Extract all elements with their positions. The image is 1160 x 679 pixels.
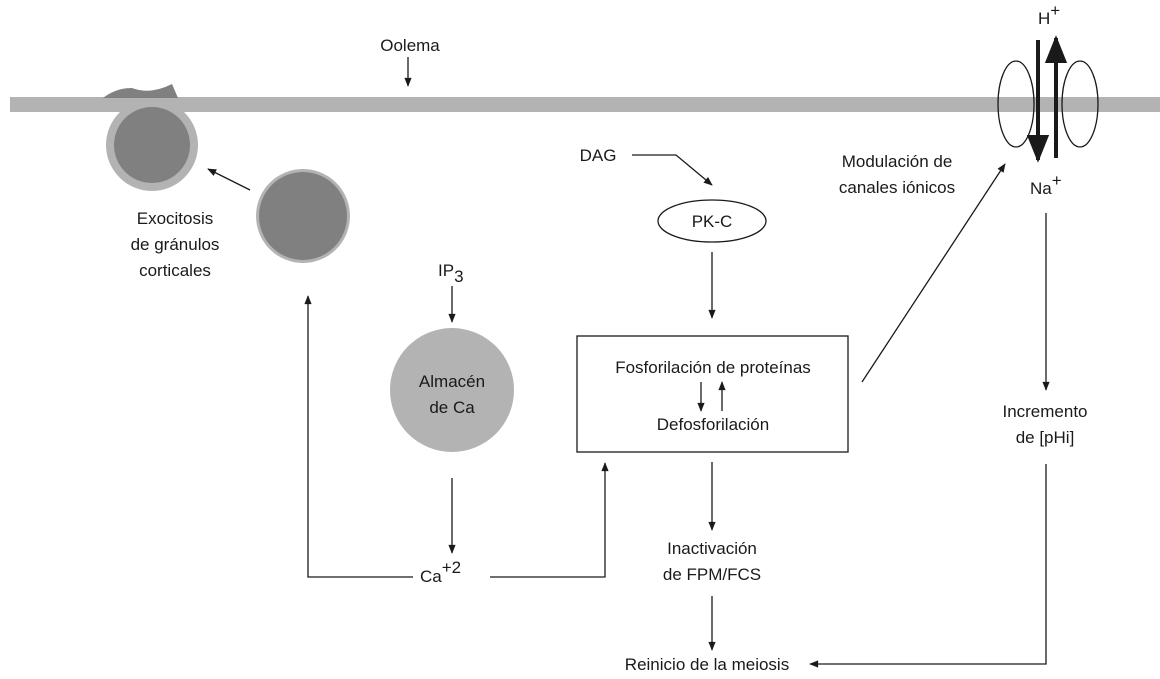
fusing-granule xyxy=(114,107,190,183)
oolema-membrane xyxy=(10,97,1160,112)
calcium-to-phosphorylation-arrow xyxy=(490,462,609,578)
ion-channels-label-line2: canales iónicos xyxy=(839,178,955,197)
exocytosis-opening xyxy=(103,84,178,98)
ip3-base: IP xyxy=(438,261,454,280)
phosphorylation-line1: Fosforilación de proteínas xyxy=(615,358,811,377)
exchanger-left-subunit xyxy=(997,60,1035,148)
granule-migration-arrow xyxy=(207,168,251,191)
ph-to-meiosis-arrow xyxy=(809,464,1047,668)
oolema-label: Oolema xyxy=(380,36,440,55)
cortical-granule-core xyxy=(259,172,347,260)
pkc-node xyxy=(657,199,767,243)
inactivation-label-line2: de FPM/FCS xyxy=(663,565,761,584)
calcium-store-line1: Almacén xyxy=(419,372,485,391)
h-ion-superscript: + xyxy=(1050,1,1060,20)
exocytosis-label-line1: Exocitosis xyxy=(137,209,214,228)
pkc-label: PK-C xyxy=(692,212,733,231)
dag-to-pkc-arrow xyxy=(632,154,713,186)
calcium-to-exocytosis-arrow xyxy=(304,295,413,578)
calcium-superscript: +2 xyxy=(442,558,461,577)
na-ion-label: Na+ xyxy=(1030,171,1062,198)
calcium-base: Ca xyxy=(420,567,442,586)
ip3-subscript: 3 xyxy=(454,267,463,286)
phosphorylation-line2: Defosforilación xyxy=(657,415,769,434)
h-ion-label: H+ xyxy=(1038,1,1060,28)
meiosis-label: Reinicio de la meiosis xyxy=(625,655,789,674)
ph-increase-label-line1: Incremento xyxy=(1002,402,1087,421)
h-ion-base: H xyxy=(1038,9,1050,28)
exocytosis-label-line2: de gránulos xyxy=(131,235,220,254)
exchanger-right-subunit xyxy=(1061,60,1099,148)
calcium-store xyxy=(390,328,514,452)
ip3-label: IP3 xyxy=(438,261,464,286)
inactivation-label-line1: Inactivación xyxy=(667,539,757,558)
exocytosis-label-line3: corticales xyxy=(139,261,211,280)
ion-channels-label-line1: Modulación de xyxy=(842,152,953,171)
na-ion-superscript: + xyxy=(1052,171,1062,190)
box-to-channels-arrow xyxy=(861,163,1006,383)
calcium-store-line2: de Ca xyxy=(429,398,475,417)
dag-label: DAG xyxy=(580,146,617,165)
calcium-label: Ca+2 xyxy=(420,558,461,586)
na-ion-base: Na xyxy=(1030,179,1052,198)
phosphorylation-box xyxy=(576,335,849,453)
ph-increase-label-line2: de [pHi] xyxy=(1016,428,1075,447)
